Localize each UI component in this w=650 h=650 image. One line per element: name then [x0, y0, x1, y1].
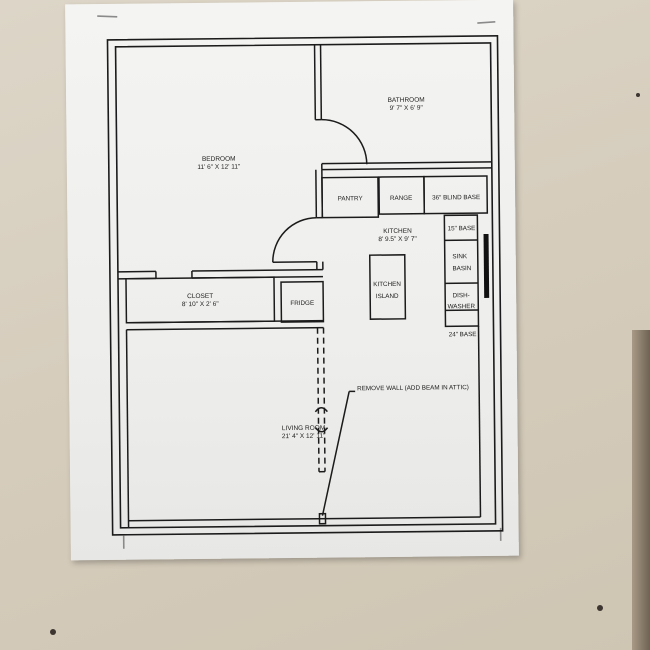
closet-dims: 8' 10" X 2' 6"	[182, 301, 219, 308]
wall-corner-shadow	[632, 330, 650, 650]
kitchen-dims: 8' 9.5" X 9' 7"	[378, 236, 417, 243]
blind-base-label: 36" BLIND BASE	[432, 194, 480, 202]
sink-label-line2: BASIN	[452, 265, 471, 272]
living-room-dims: 21' 4" X 12' 11"	[282, 433, 326, 440]
floor-plan-paper: BEDROOM 11' 6" X 12' 11" BATHROOM 9' 7" …	[65, 0, 519, 561]
range-label: RANGE	[390, 195, 412, 202]
fridge-label: FRIDGE	[290, 300, 314, 307]
remove-wall-annotation: REMOVE WALL (ADD BEAM IN ATTIC)	[357, 384, 469, 392]
kitchen-island-outline	[368, 254, 407, 320]
bedroom-dims: 11' 6" X 12' 11"	[197, 164, 241, 171]
floor-plan: BEDROOM 11' 6" X 12' 11" BATHROOM 9' 7" …	[97, 15, 504, 549]
nail-head	[50, 629, 56, 635]
inner-wall-outline	[114, 42, 497, 529]
base-24-label: 24" BASE	[449, 331, 477, 338]
island-label-line1: KITCHEN	[373, 281, 401, 288]
sink-label-line1: SINK	[452, 253, 468, 260]
closet-name: CLOSET	[187, 293, 213, 300]
nail-head	[597, 605, 603, 611]
base-15-label: 15" BASE	[448, 225, 476, 232]
staple	[477, 21, 496, 24]
outer-wall-outline	[106, 35, 504, 536]
nail-hole	[636, 93, 640, 97]
kitchen-name: KITCHEN	[383, 228, 412, 235]
bedroom-name: BEDROOM	[202, 156, 236, 163]
bathroom-dims: 9' 7" X 6' 9"	[390, 105, 424, 112]
pantry-label: PANTRY	[338, 195, 364, 202]
island-label-line2: ISLAND	[376, 293, 399, 300]
dishwasher-label-line1: DISH-	[453, 292, 470, 299]
living-room-name: LIVING ROOM	[282, 425, 325, 432]
bathroom-name: BATHROOM	[388, 97, 425, 104]
staple	[97, 15, 118, 18]
interior-walls	[117, 44, 492, 528]
dishwasher-label-line2: WASHER	[448, 303, 476, 310]
sink-wall-marker	[483, 233, 490, 298]
